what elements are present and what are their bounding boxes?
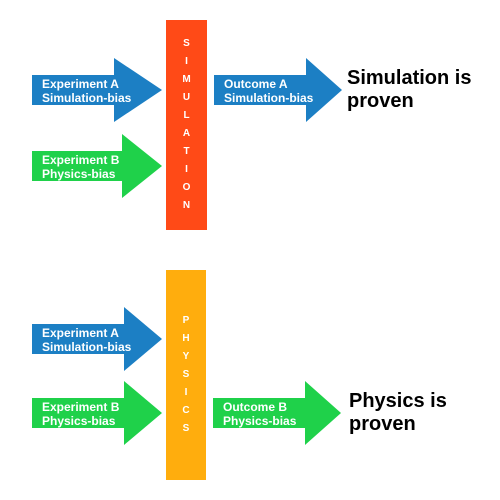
bar-letter: U	[182, 92, 191, 103]
top-conclusion: Simulation is proven	[347, 67, 471, 113]
arrow-shape	[32, 307, 162, 371]
bar-letter: L	[183, 110, 190, 121]
arrow-label-line-2: Simulation-bias	[224, 91, 314, 105]
bar-letter: S	[182, 369, 190, 380]
arrow-label-line-1: Experiment B	[42, 153, 120, 167]
bar-letter: I	[185, 56, 188, 67]
arrow-label: Outcome B Physics-bias	[223, 400, 296, 428]
conclusion-line-2: proven	[349, 413, 416, 435]
arrow-fill	[32, 307, 162, 371]
arrow-fill	[213, 381, 341, 445]
arrow-label: Outcome A Simulation-bias	[224, 77, 313, 105]
arrow-shape	[32, 58, 162, 122]
arrow-fill	[32, 381, 162, 445]
bottom-conclusion: Physics is proven	[349, 390, 447, 436]
arrow-label-line-2: Physics-bias	[223, 414, 297, 428]
arrow-label-line-1: Experiment B	[42, 400, 120, 414]
conclusion-line-1: Physics is	[349, 390, 447, 412]
arrow-label-line-1: Experiment A	[42, 77, 119, 91]
arrow-fill	[214, 58, 342, 122]
arrow-fill	[32, 134, 162, 198]
bar-letter: Y	[182, 351, 190, 362]
top-outcome-arrow: Outcome A Simulation-bias	[214, 58, 342, 122]
bar-letter: M	[182, 74, 191, 85]
arrow-shape	[214, 58, 342, 122]
conclusion-line-1: Simulation is	[347, 67, 472, 89]
bar-letter: I	[185, 164, 188, 175]
arrow-label-line-2: Physics-bias	[42, 167, 116, 181]
arrow-label: Experiment B Physics-bias	[42, 400, 119, 428]
bottom-outcome-arrow: Outcome B Physics-bias	[213, 381, 341, 445]
arrow-fill	[32, 58, 162, 122]
top-experiment-a-arrow: Experiment A Simulation-bias	[32, 58, 162, 122]
bar-letter: H	[182, 333, 190, 344]
bottom-experiment-a-arrow: Experiment A Simulation-bias	[32, 307, 162, 371]
bar-letter: P	[182, 315, 190, 326]
bar-letter: S	[182, 423, 190, 434]
bar-letter: T	[183, 146, 190, 157]
bar-letter: C	[182, 405, 190, 416]
conclusion-line-2: proven	[347, 90, 414, 112]
arrow-label-line-2: Simulation-bias	[42, 91, 132, 105]
arrow-label-line-2: Simulation-bias	[42, 340, 132, 354]
arrow-label: Experiment A Simulation-bias	[42, 326, 131, 354]
bar-letter: A	[182, 128, 191, 139]
arrow-label: Experiment A Simulation-bias	[42, 77, 131, 105]
arrow-label-line-1: Outcome B	[223, 400, 288, 414]
arrow-shape	[32, 381, 162, 445]
arrow-label-line-1: Outcome A	[224, 77, 288, 91]
arrow-label: Experiment B Physics-bias	[42, 153, 119, 181]
bar-letter: O	[182, 182, 191, 193]
bar-letter: S	[183, 38, 190, 49]
bar-letter: N	[182, 200, 191, 211]
top-experiment-b-arrow: Experiment B Physics-bias	[32, 134, 162, 198]
arrow-shape	[32, 134, 162, 198]
arrow-shape	[213, 381, 341, 445]
arrow-label-line-1: Experiment A	[42, 326, 119, 340]
bottom-experiment-b-arrow: Experiment B Physics-bias	[32, 381, 162, 445]
bar-letter: I	[184, 387, 188, 398]
arrow-label-line-2: Physics-bias	[42, 414, 116, 428]
